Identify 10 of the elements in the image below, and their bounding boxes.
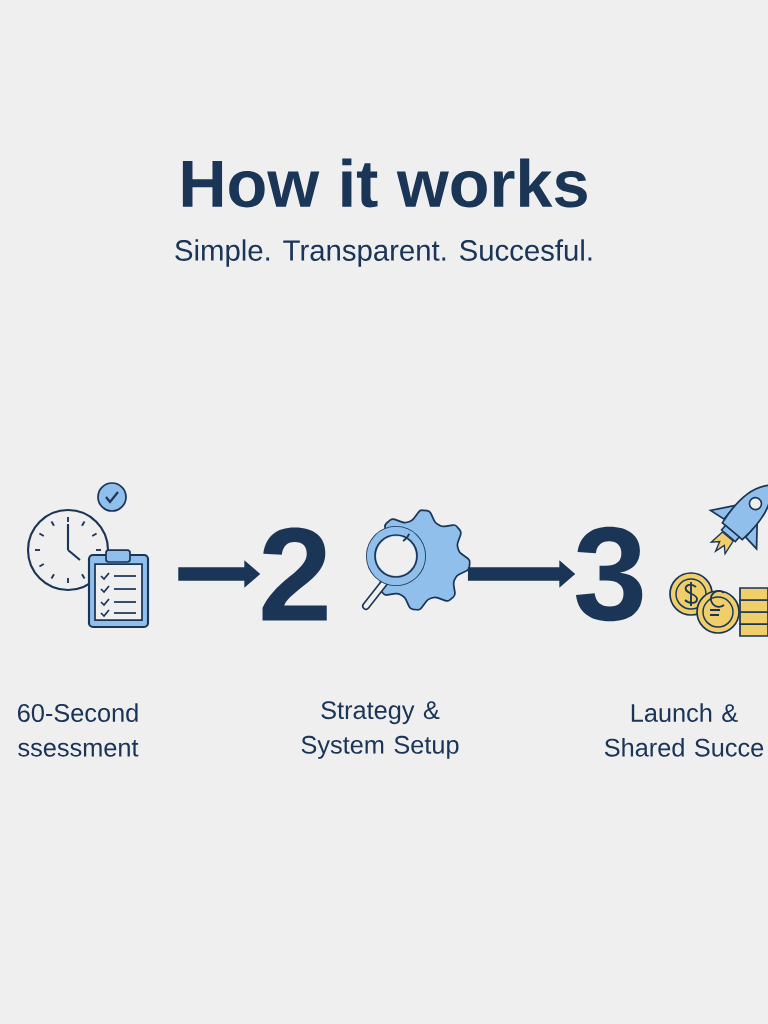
step-number: 2 (262, 527, 327, 621)
clock-clipboard-drawing (26, 482, 150, 629)
gear-magnifier-drawing (362, 509, 471, 611)
step-caption: Launch & Shared Succe (604, 703, 764, 757)
title: How it works (182, 158, 587, 208)
step-caption: Strategy & System Setup (301, 701, 459, 759)
step-number: 3 (576, 526, 643, 622)
subtitle: Simple. Transparent. Succesful. (175, 239, 592, 267)
rocket-coins-drawing (669, 484, 768, 637)
step-caption: 60-Second ssessment (18, 703, 139, 757)
